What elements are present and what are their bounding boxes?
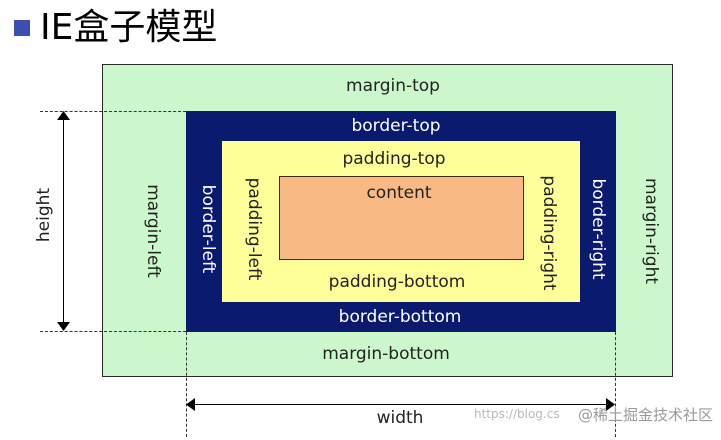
margin-top-label: margin-top — [346, 76, 440, 96]
title-bullet-icon — [14, 20, 30, 36]
padding-bottom-label: padding-bottom — [328, 272, 466, 292]
border-bottom-label: border-bottom — [338, 307, 462, 327]
page-title: IE盒子模型 — [40, 7, 218, 48]
width-right-guide — [615, 332, 616, 437]
padding-right-label: padding-right — [539, 175, 559, 291]
height-top-guide — [40, 111, 186, 112]
arrow-up-icon — [57, 111, 70, 120]
watermark-url: https://blog.cs — [474, 407, 560, 421]
padding-top-label: padding-top — [342, 149, 446, 169]
width-left-guide — [186, 332, 187, 437]
margin-bottom-label: margin-bottom — [322, 344, 450, 364]
arrow-left-icon — [186, 398, 195, 411]
border-left-label: border-left — [198, 184, 218, 274]
height-dimension-line — [63, 113, 64, 329]
height-bottom-guide — [40, 331, 186, 332]
content-label: content — [366, 183, 432, 203]
border-right-label: border-right — [588, 178, 608, 280]
watermark-brand: @稀土掘金技术社区 — [578, 406, 714, 424]
width-dimension-line — [188, 404, 614, 405]
margin-left-label: margin-left — [143, 184, 163, 278]
margin-right-label: margin-right — [641, 177, 661, 285]
arrow-down-icon — [57, 322, 70, 331]
height-label: height — [34, 187, 54, 243]
content-box — [279, 176, 524, 260]
padding-left-label: padding-left — [244, 177, 264, 281]
arrow-right-icon — [606, 398, 615, 411]
border-top-label: border-top — [351, 116, 441, 136]
width-label: width — [376, 408, 424, 428]
